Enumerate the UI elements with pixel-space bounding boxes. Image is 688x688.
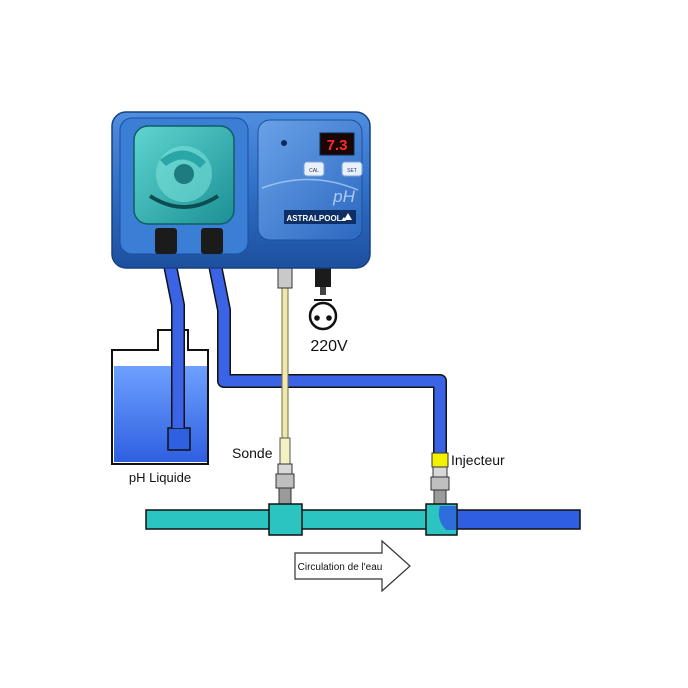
probe-connector (277, 265, 293, 289)
brand-name: ASTRALPOOL (286, 214, 341, 223)
mode-watermark: pH (332, 187, 355, 206)
probe-cable (281, 285, 289, 439)
power-label: 220V (310, 338, 348, 355)
socket-pin-left (314, 315, 320, 321)
injected-flow (438, 506, 456, 530)
probe-label: Sonde (232, 445, 273, 461)
flow-arrow: Circulation de l'eau (294, 539, 411, 593)
probe-nut (275, 473, 295, 489)
socket-pin-right (326, 315, 332, 321)
discharge-tube (206, 248, 446, 455)
brand-logo-icon (341, 213, 352, 221)
pump-internal-tube (148, 194, 220, 209)
cal-button[interactable] (303, 161, 325, 177)
probe-sensor (279, 437, 291, 465)
dosing-pump: 7.3 CAL SET pH ASTRALPOOL (111, 111, 371, 289)
tank-liquid (114, 366, 207, 462)
injector-assembly: Injecteur (430, 452, 505, 507)
probe-assembly: Sonde (232, 285, 295, 507)
probe-nut-upper (277, 463, 293, 475)
suction-filter (167, 427, 191, 451)
water-pipe (145, 503, 581, 536)
tank-outline (111, 329, 209, 465)
ph-display-value: 7.3 (327, 137, 348, 154)
injector-label: Injecteur (451, 452, 505, 468)
tank-label: pH Liquide (129, 470, 191, 485)
brand-plate (284, 210, 356, 224)
set-button-label: SET (347, 168, 357, 174)
injector-nut-upper (432, 466, 448, 478)
power-connection: 220V (308, 267, 348, 355)
injector-nut (430, 476, 450, 491)
ph-display (319, 132, 355, 156)
suction-fitting (155, 228, 177, 254)
probe-tee-fitting (268, 503, 303, 536)
power-cable (320, 287, 326, 295)
discharge-fitting (201, 228, 223, 254)
flow-arrow-shape (294, 539, 411, 593)
cal-button-label: CAL (309, 168, 319, 174)
ph-tank: pH Liquide (111, 329, 209, 485)
pump-rotor-arm (160, 150, 206, 168)
pump-rotor-hub (174, 164, 194, 184)
panel-swoosh (261, 178, 359, 191)
set-button[interactable] (341, 161, 363, 177)
power-cable-gland (315, 267, 331, 287)
injector-check-valve (431, 452, 449, 468)
status-led (281, 140, 287, 146)
power-socket-icon (308, 301, 338, 331)
flow-label: Circulation de l'eau (298, 562, 383, 573)
